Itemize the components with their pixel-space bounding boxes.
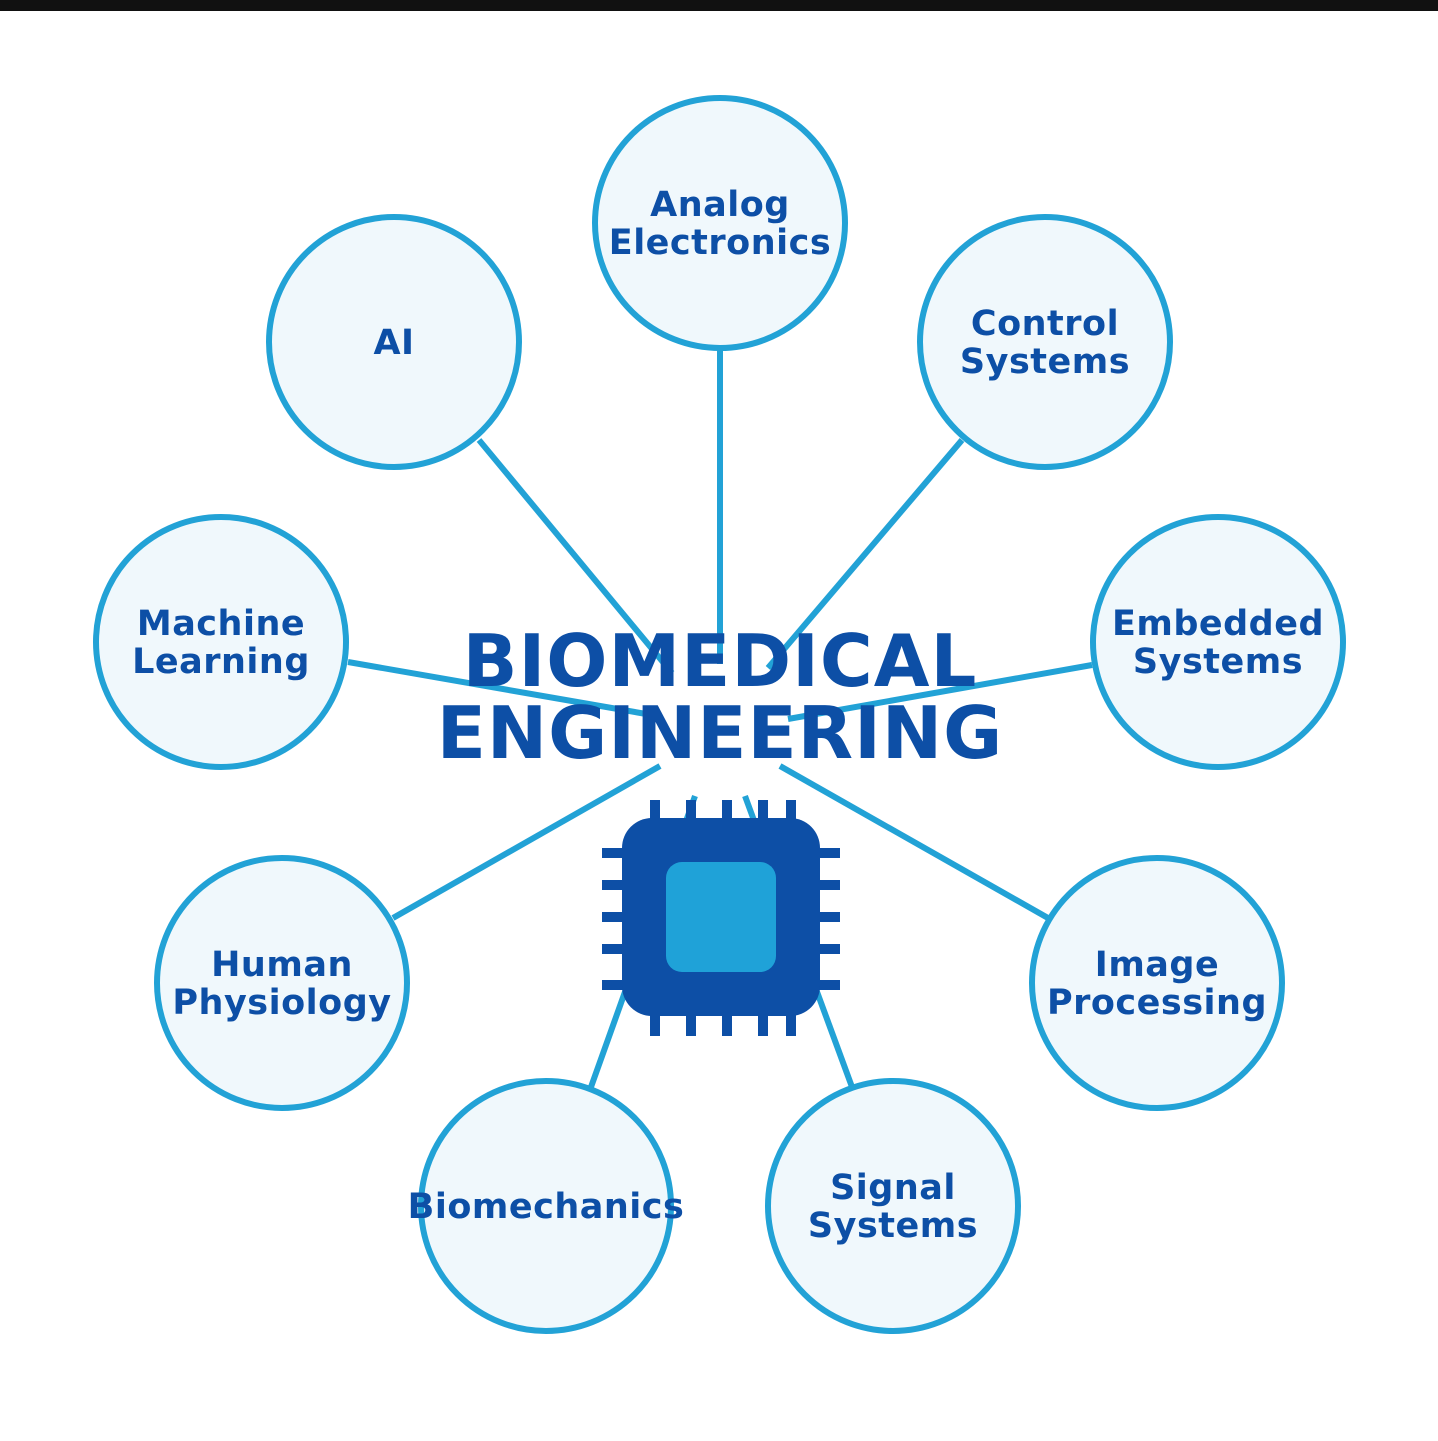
connector-human-physiology	[391, 763, 662, 921]
node-circle	[93, 514, 349, 770]
node-label: Electronics	[609, 223, 831, 263]
chip-pin-left	[602, 944, 626, 954]
chip-pin-bottom	[758, 1012, 768, 1036]
node-circle	[1090, 514, 1346, 770]
node-biomechanics: Biomechanics	[408, 1078, 685, 1334]
chip-pin-top	[786, 800, 796, 822]
node-label: Physiology	[172, 983, 391, 1023]
chip-pin-top	[686, 800, 696, 822]
node-label: Image	[1095, 945, 1219, 985]
connector-image-processing	[778, 763, 1050, 921]
chip-pin-bottom	[686, 1012, 696, 1036]
hub-title-line1: BIOMEDICAL	[463, 619, 978, 703]
node-circle	[1029, 855, 1285, 1111]
chip-pin-top	[758, 800, 768, 822]
chip-pin-left	[602, 912, 626, 922]
node-circle	[266, 214, 522, 470]
node-label: Embedded	[1112, 604, 1324, 644]
node-label: Systems	[808, 1206, 978, 1246]
chip-pin-top	[722, 800, 732, 822]
node-circle	[917, 214, 1173, 470]
chip-pin-right	[816, 848, 840, 858]
hub-title: BIOMEDICAL ENGINEERING	[437, 619, 1004, 775]
node-label: Human	[211, 945, 353, 985]
node-label: Processing	[1047, 983, 1267, 1023]
node-circle	[592, 95, 848, 351]
node-label: AI	[373, 323, 414, 363]
connector-embedded-systems	[787, 662, 1093, 722]
chip-core	[666, 862, 776, 972]
topic-nodes: AnalogElectronicsControlSystemsEmbeddedS…	[93, 95, 1346, 1334]
chip-pin-top	[650, 800, 660, 822]
chip-pin-bottom	[650, 1012, 660, 1036]
node-ai: AI	[266, 214, 522, 470]
connector-control-systems	[765, 438, 965, 670]
node-label: Learning	[132, 642, 310, 682]
chip-pin-left	[602, 880, 626, 890]
top-border-bar	[0, 0, 1438, 11]
node-label: Systems	[1133, 642, 1303, 682]
node-label: Systems	[960, 342, 1130, 382]
chip-pin-left	[602, 848, 626, 858]
chip-pin-right	[816, 980, 840, 990]
connector-ai	[476, 438, 675, 675]
node-label: Biomechanics	[408, 1187, 685, 1227]
hub-title-line2: ENGINEERING	[437, 691, 1004, 775]
node-circle	[765, 1078, 1021, 1334]
chip-pin-bottom	[722, 1012, 732, 1036]
chip-pins	[602, 800, 840, 1036]
node-label: Control	[971, 304, 1119, 344]
chip-pin-right	[816, 912, 840, 922]
node-circle	[154, 855, 410, 1111]
chip-pin-right	[816, 880, 840, 890]
node-label: Signal	[830, 1168, 956, 1208]
chip-pin-right	[816, 944, 840, 954]
chip-pin-left	[602, 980, 626, 990]
microchip-icon	[602, 800, 840, 1036]
node-label: Analog	[650, 185, 790, 225]
node-circle	[418, 1078, 674, 1334]
chip-pin-bottom	[786, 1012, 796, 1036]
node-label: Machine	[137, 604, 305, 644]
connector-machine-learning	[347, 659, 653, 718]
